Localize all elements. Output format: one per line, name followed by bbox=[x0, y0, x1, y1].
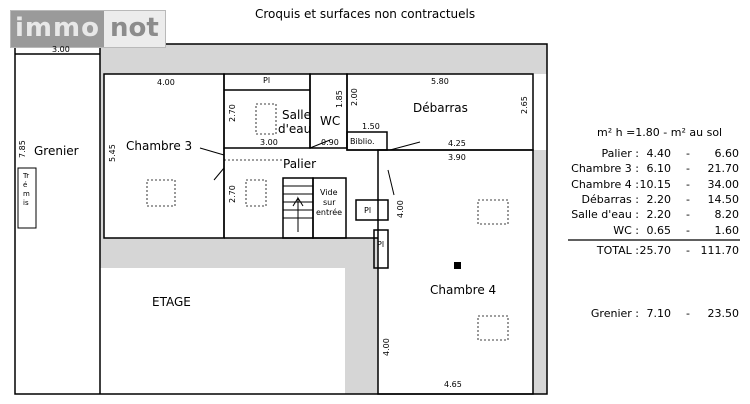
surface-row-1-sol: 21.70 bbox=[707, 162, 740, 176]
dim-wc-bottom: 0.90 bbox=[321, 138, 339, 147]
surface-row-1-sep: - bbox=[686, 162, 690, 176]
dim-salle-bottom: 3.00 bbox=[260, 138, 278, 147]
room-salle-l2: d'eau bbox=[278, 122, 312, 136]
dim-grenier-left: 7.85 bbox=[18, 140, 27, 158]
dim-ch4-top: 3.90 bbox=[448, 153, 466, 162]
stairs bbox=[283, 185, 313, 232]
dim-salle-side: 2.70 bbox=[228, 104, 237, 122]
placard-salle: Pl bbox=[263, 76, 271, 85]
doors bbox=[199, 139, 421, 196]
tremie-box bbox=[17, 167, 37, 229]
dim-deb-bottom: 4.25 bbox=[448, 139, 466, 148]
caption: Croquis et surfaces non contractuels bbox=[255, 7, 476, 21]
surface-row-1-label: Chambre 3 : bbox=[571, 162, 639, 176]
surface-grenier-h: 7.10 bbox=[646, 307, 672, 320]
surface-row-5-h: 0.65 bbox=[646, 223, 672, 237]
surface-grenier-label: Grenier : bbox=[590, 307, 639, 320]
dim-ch3-left: 5.45 bbox=[108, 144, 117, 162]
surface-row-3-sep: - bbox=[686, 192, 690, 206]
dim-ch3-side: 2.70 bbox=[228, 185, 237, 203]
placard-chambre4: Pl bbox=[377, 240, 385, 249]
surface-row-2-h: 10.15 bbox=[639, 177, 672, 191]
room-salle-l1: Salle bbox=[282, 108, 312, 122]
dim-wc-side: 1.85 bbox=[335, 90, 344, 108]
dim-deb-left: 2.00 bbox=[350, 88, 359, 106]
surface-grenier-sol: 23.50 bbox=[707, 307, 740, 320]
surface-row-4-sep: - bbox=[686, 208, 690, 222]
dim-biblio-top: 1.50 bbox=[362, 122, 380, 131]
surface-row-5-label: WC : bbox=[613, 223, 639, 237]
room-vide-l2: sur bbox=[323, 198, 336, 207]
room-vide-l1: Vide bbox=[320, 188, 338, 197]
dim-grenier-top: 3.00 bbox=[52, 45, 70, 54]
surface-row-1-h: 6.10 bbox=[646, 162, 672, 176]
room-biblio: Biblio. bbox=[350, 137, 375, 146]
dim-deb-right: 2.65 bbox=[520, 96, 529, 114]
surface-total-h: 25.70 bbox=[639, 244, 672, 257]
surface-total-sep: - bbox=[686, 244, 690, 257]
surface-row-5-sep: - bbox=[686, 223, 690, 237]
surface-row-5-sol: 1.60 bbox=[714, 223, 740, 237]
dim-deb-top: 5.80 bbox=[431, 77, 449, 86]
room-vide-l3: entrée bbox=[316, 208, 343, 217]
surface-row-3-label: Débarras : bbox=[581, 192, 640, 206]
surface-row-0-sep: - bbox=[686, 147, 690, 160]
tremie-label: Trémis bbox=[23, 172, 30, 207]
room-wc: WC bbox=[320, 114, 341, 128]
surface-row-4-sol: 8.20 bbox=[714, 208, 740, 222]
skylights bbox=[146, 103, 509, 341]
room-chambre4: Chambre 4 bbox=[430, 283, 497, 297]
walls bbox=[14, 43, 548, 395]
dim-ch4-side: 4.00 bbox=[396, 200, 405, 218]
surface-row-3-sol: 14.50 bbox=[707, 192, 740, 206]
surface-row-0-h: 4.40 bbox=[646, 147, 672, 160]
surfaces-header: m² h =1.80 - m² au sol bbox=[597, 126, 723, 139]
dim-ch4-left: 4.00 bbox=[382, 338, 391, 356]
logo-part2: not bbox=[103, 11, 165, 47]
room-palier: Palier bbox=[283, 157, 317, 171]
surface-row-4-h: 2.20 bbox=[646, 208, 672, 222]
surface-row-0-sol: 6.60 bbox=[714, 147, 740, 160]
surface-row-2-sol: 34.00 bbox=[707, 177, 740, 191]
surface-row-4-label: Salle d'eau : bbox=[571, 208, 639, 222]
placard-palier: Pl bbox=[364, 206, 372, 215]
room-grenier: Grenier bbox=[34, 144, 79, 158]
dim-ch3-top: 4.00 bbox=[157, 78, 175, 87]
surface-grenier-sep: - bbox=[686, 307, 690, 320]
surface-row-0-label: Palier : bbox=[601, 147, 640, 160]
surface-row-3-h: 2.20 bbox=[646, 192, 672, 206]
surface-row-2-label: Chambre 4 : bbox=[571, 177, 639, 191]
floor-label: ETAGE bbox=[152, 295, 191, 309]
logo-part1: immo bbox=[15, 13, 100, 43]
room-chambre3: Chambre 3 bbox=[126, 139, 193, 153]
chambre4-marker bbox=[454, 262, 461, 269]
roof-area bbox=[100, 44, 547, 394]
immonot-logo: immo not bbox=[10, 10, 166, 48]
surface-row-2-sep: - bbox=[686, 177, 690, 191]
dim-ch4-bottom: 4.65 bbox=[444, 380, 462, 389]
room-debarras: Débarras bbox=[413, 101, 468, 115]
surface-total-sol: 111.70 bbox=[700, 244, 740, 257]
surface-total-label: TOTAL : bbox=[596, 244, 639, 257]
